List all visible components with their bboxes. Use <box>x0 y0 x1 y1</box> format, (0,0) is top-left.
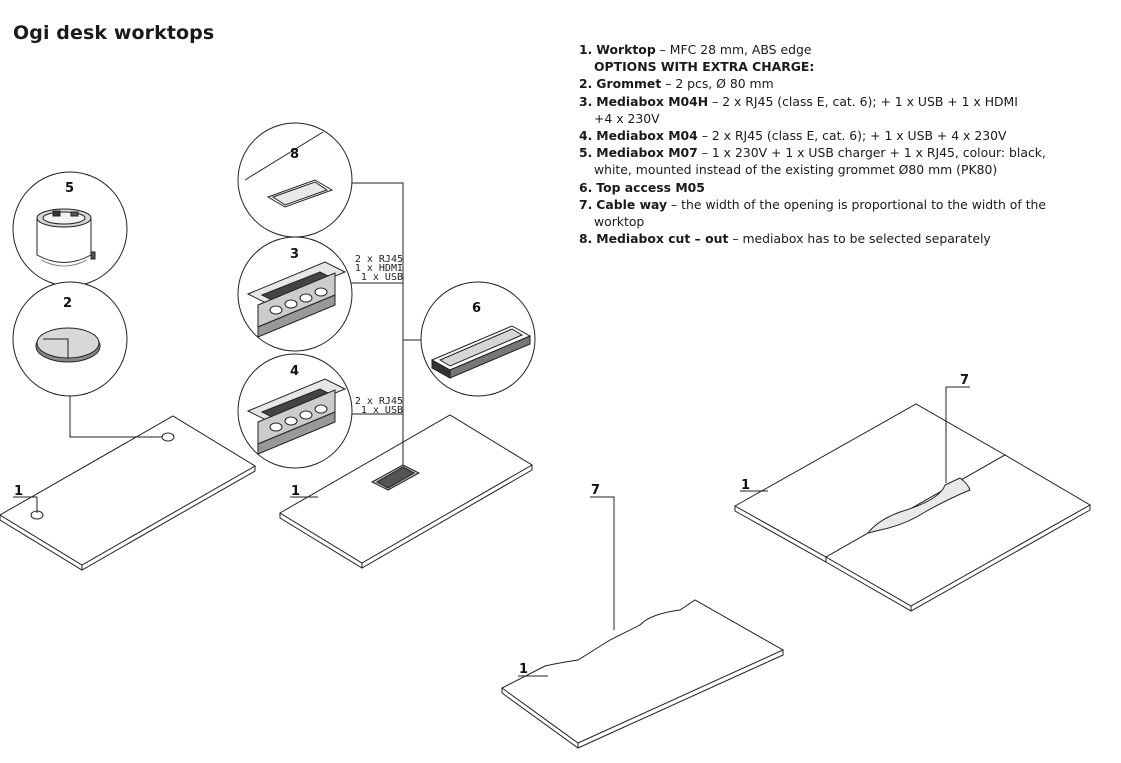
legend-desc: the width of the opening is proportional… <box>681 196 1047 212</box>
legend-num: 5. <box>579 145 593 161</box>
leader-line <box>69 395 162 438</box>
legend-name: Mediabox M04 <box>596 128 698 144</box>
legend-name: Mediabox M07 <box>596 145 698 161</box>
callout-2: 2 <box>63 296 72 311</box>
legend-item-m04h-cont: +4 x 230V <box>594 110 660 126</box>
port-label: 2 x RJ45 <box>355 396 403 407</box>
worktop-cableway-double <box>733 386 1092 612</box>
legend-num: 2. <box>579 76 593 92</box>
callout-7: 7 <box>591 483 600 498</box>
legend-options-heading: OPTIONS WITH EXTRA CHARGE: <box>594 59 815 75</box>
legend-num: 1. <box>579 42 593 57</box>
legend-num: 8. <box>579 231 593 247</box>
leader-line <box>350 182 404 465</box>
legend-item-grommet: 2. Grommet – 2 pcs, Ø 80 mm <box>579 75 1109 92</box>
legend-name: Worktop <box>596 42 656 57</box>
legend-num: 7. <box>579 196 593 212</box>
port-labels-m04h: 2 x RJ45 1 x HDMI 1 x USB <box>355 254 403 283</box>
legend-name: Grommet <box>596 76 662 92</box>
callout-4: 4 <box>290 364 299 379</box>
callout-6: 6 <box>472 301 481 316</box>
callout-1: 1 <box>14 484 23 499</box>
legend-item-cutout: 8. Mediabox cut – out – mediabox has to … <box>579 230 1109 247</box>
callout-circle-cutout <box>237 122 353 238</box>
callout-5: 5 <box>65 181 74 196</box>
callout-1: 1 <box>519 662 528 677</box>
legend-name: Cable way <box>596 196 668 212</box>
port-label: 1 x USB <box>361 405 403 416</box>
legend-sep: – <box>667 196 682 212</box>
legend-item-cableway-cont: worktop <box>594 214 645 230</box>
legend-item-m07: 5. Mediabox M07 – 1 x 230V + 1 x USB cha… <box>579 144 1109 161</box>
callout-8: 8 <box>290 147 299 162</box>
legend-desc: MFC 28 mm, ABS edge <box>669 42 812 57</box>
legend-name: Mediabox M04H <box>596 93 709 109</box>
legend-item-m04: 4. Mediabox M04 – 2 x RJ45 (class E, cat… <box>579 127 1109 144</box>
legend-item-cableway: 7. Cable way – the width of the opening … <box>579 196 1109 213</box>
legend-item-worktop: 1. Worktop – MFC 28 mm, ABS edge <box>579 41 1109 58</box>
worktop-cableway-single <box>501 496 785 749</box>
worktop-cutout <box>279 414 533 569</box>
port-labels-m04: 2 x RJ45 1 x USB <box>355 396 403 416</box>
callout-1: 1 <box>741 478 750 493</box>
legend-sep: – <box>697 145 712 161</box>
legend-desc: 2 x RJ45 (class E, cat. 6); + 1 x USB + … <box>711 128 1007 144</box>
legend-num: 4. <box>579 128 593 144</box>
legend-num: 3. <box>579 93 593 109</box>
legend-sep: – <box>697 128 712 144</box>
callout-circle-m04 <box>237 353 353 469</box>
legend-sep: – <box>655 42 670 57</box>
legend-num: 6. <box>579 179 593 195</box>
legend-desc: mediabox has to be selected separately <box>742 231 991 247</box>
legend-desc: 2 x RJ45 (class E, cat. 6); + 1 x USB + … <box>722 93 1018 109</box>
port-label: 1 x HDMI <box>355 263 403 274</box>
callout-circle-m04h <box>237 236 353 352</box>
legend-desc: 2 pcs, Ø 80 mm <box>675 76 774 92</box>
legend-name: Mediabox cut – out <box>596 231 729 247</box>
callout-circle-m07 <box>12 171 128 287</box>
legend-sep: – <box>728 231 743 247</box>
legend-list: 1. Worktop – MFC 28 mm, ABS edge OPTIONS… <box>579 41 1109 247</box>
port-label: 1 x USB <box>361 272 403 283</box>
legend-sep: – <box>708 93 723 109</box>
callout-circle-m05 <box>420 281 536 397</box>
callout-1: 1 <box>291 484 300 499</box>
callout-circle-grommet <box>12 281 128 397</box>
legend-item-m07-cont: white, mounted instead of the existing g… <box>594 162 998 178</box>
legend-sep: – <box>661 76 676 92</box>
page-title: Ogi desk worktops <box>13 22 215 44</box>
port-label: 2 x RJ45 <box>355 254 403 265</box>
legend-item-m05: 6. Top access M05 <box>579 179 1109 196</box>
worktop-grommet <box>0 415 256 571</box>
callout-7: 7 <box>960 373 969 388</box>
callout-3: 3 <box>290 247 299 262</box>
legend-name: Top access M05 <box>596 179 705 195</box>
legend-item-m04h: 3. Mediabox M04H – 2 x RJ45 (class E, ca… <box>579 93 1109 110</box>
legend-desc: 1 x 230V + 1 x USB charger + 1 x RJ45, c… <box>711 145 1046 161</box>
